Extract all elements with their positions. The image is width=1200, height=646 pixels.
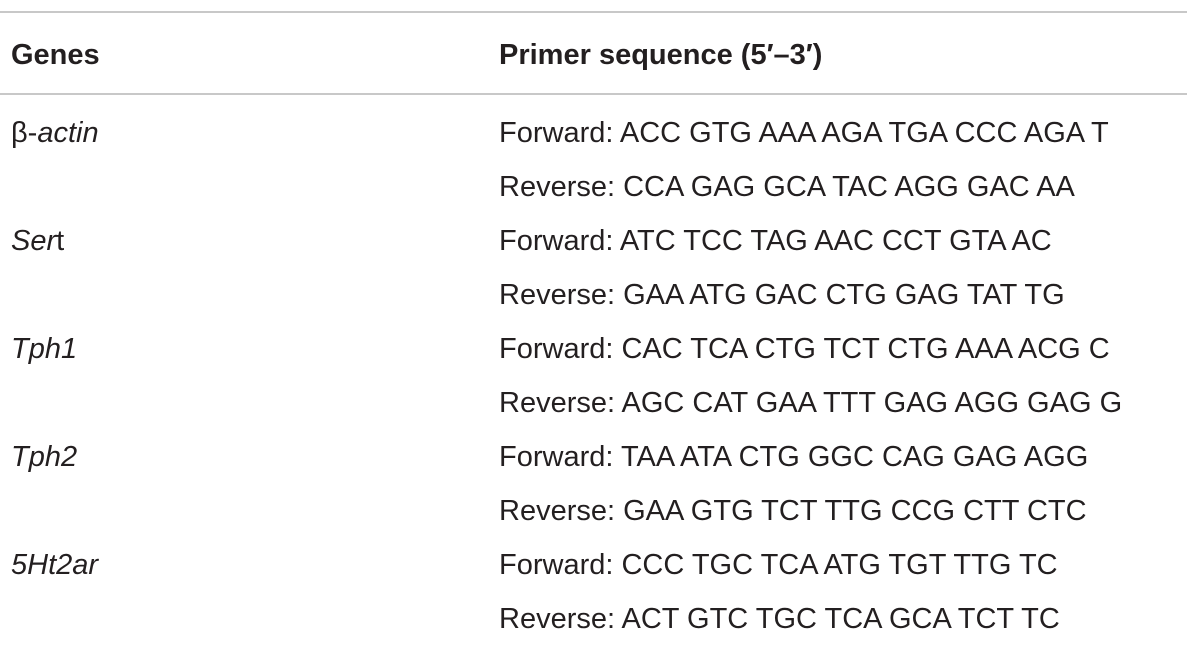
gene-italic: Ser [11, 224, 57, 257]
primer-sequence: Forward: CAC TCA CTG TCT CTG AAA ACG C [499, 332, 1110, 365]
primer-sequence: Forward: ACC GTG AAA AGA TGA CCC AGA T [499, 116, 1109, 149]
primer-sequence: Reverse: GAA GTG TCT TTG CCG CTT CTC [499, 494, 1087, 527]
gene-name: Tph1 [11, 322, 77, 376]
primer-sequence: Forward: TAA ATA CTG GGC CAG GAG AGG [499, 440, 1089, 473]
table-row: Reverse: GAA GTG TCT TTG CCG CTT CTC [0, 484, 1200, 538]
table-row: Tph1 Forward: CAC TCA CTG TCT CTG AAA AC… [0, 322, 1200, 376]
table-row: Reverse: AGC CAT GAA TTT GAG AGG GAG G [0, 376, 1200, 430]
gene-italic: actin [37, 116, 99, 149]
primer-sequence: Reverse: CCA GAG GCA TAC AGG GAC AA [499, 170, 1075, 203]
primer-sequence: Reverse: AGC CAT GAA TTT GAG AGG GAG G [499, 386, 1123, 419]
gene-suffix: t [56, 224, 65, 257]
header-primer-sequence: Primer sequence (5′–3′) [499, 38, 823, 71]
primer-sequence: Forward: ATC TCC TAG AAC CCT GTA AC [499, 224, 1052, 257]
gene-name: 5Ht2ar [11, 538, 98, 592]
table-row: β-actin Forward: ACC GTG AAA AGA TGA CCC… [0, 106, 1200, 160]
table-top-rule [0, 11, 1187, 13]
table-row: Reverse: ACT GTC TGC TCA GCA TCT TC [0, 592, 1200, 646]
header-genes: Genes [11, 38, 100, 71]
table-header-row: Genes Primer sequence (5′–3′) [0, 25, 1200, 85]
table-row: 5Ht2ar Forward: CCC TGC TCA ATG TGT TTG … [0, 538, 1200, 592]
primer-sequence: Forward: CCC TGC TCA ATG TGT TTG TC [499, 548, 1058, 581]
gene-name: β-actin [11, 106, 99, 160]
gene-italic: 5Ht2ar [11, 548, 99, 581]
primer-sequence: Reverse: ACT GTC TGC TCA GCA TCT TC [499, 602, 1060, 635]
gene-italic: Tph2 [11, 440, 78, 473]
gene-name: Tph2 [11, 430, 77, 484]
gene-italic: Tph1 [11, 332, 78, 365]
table-header-rule [0, 93, 1187, 95]
primer-sequence: Reverse: GAA ATG GAC CTG GAG TAT TG [499, 278, 1065, 311]
gene-prefix: β- [11, 116, 38, 149]
table-row: Tph2 Forward: TAA ATA CTG GGC CAG GAG AG… [0, 430, 1200, 484]
table-row: Reverse: GAA ATG GAC CTG GAG TAT TG [0, 268, 1200, 322]
table-row: Reverse: CCA GAG GCA TAC AGG GAC AA [0, 160, 1200, 214]
